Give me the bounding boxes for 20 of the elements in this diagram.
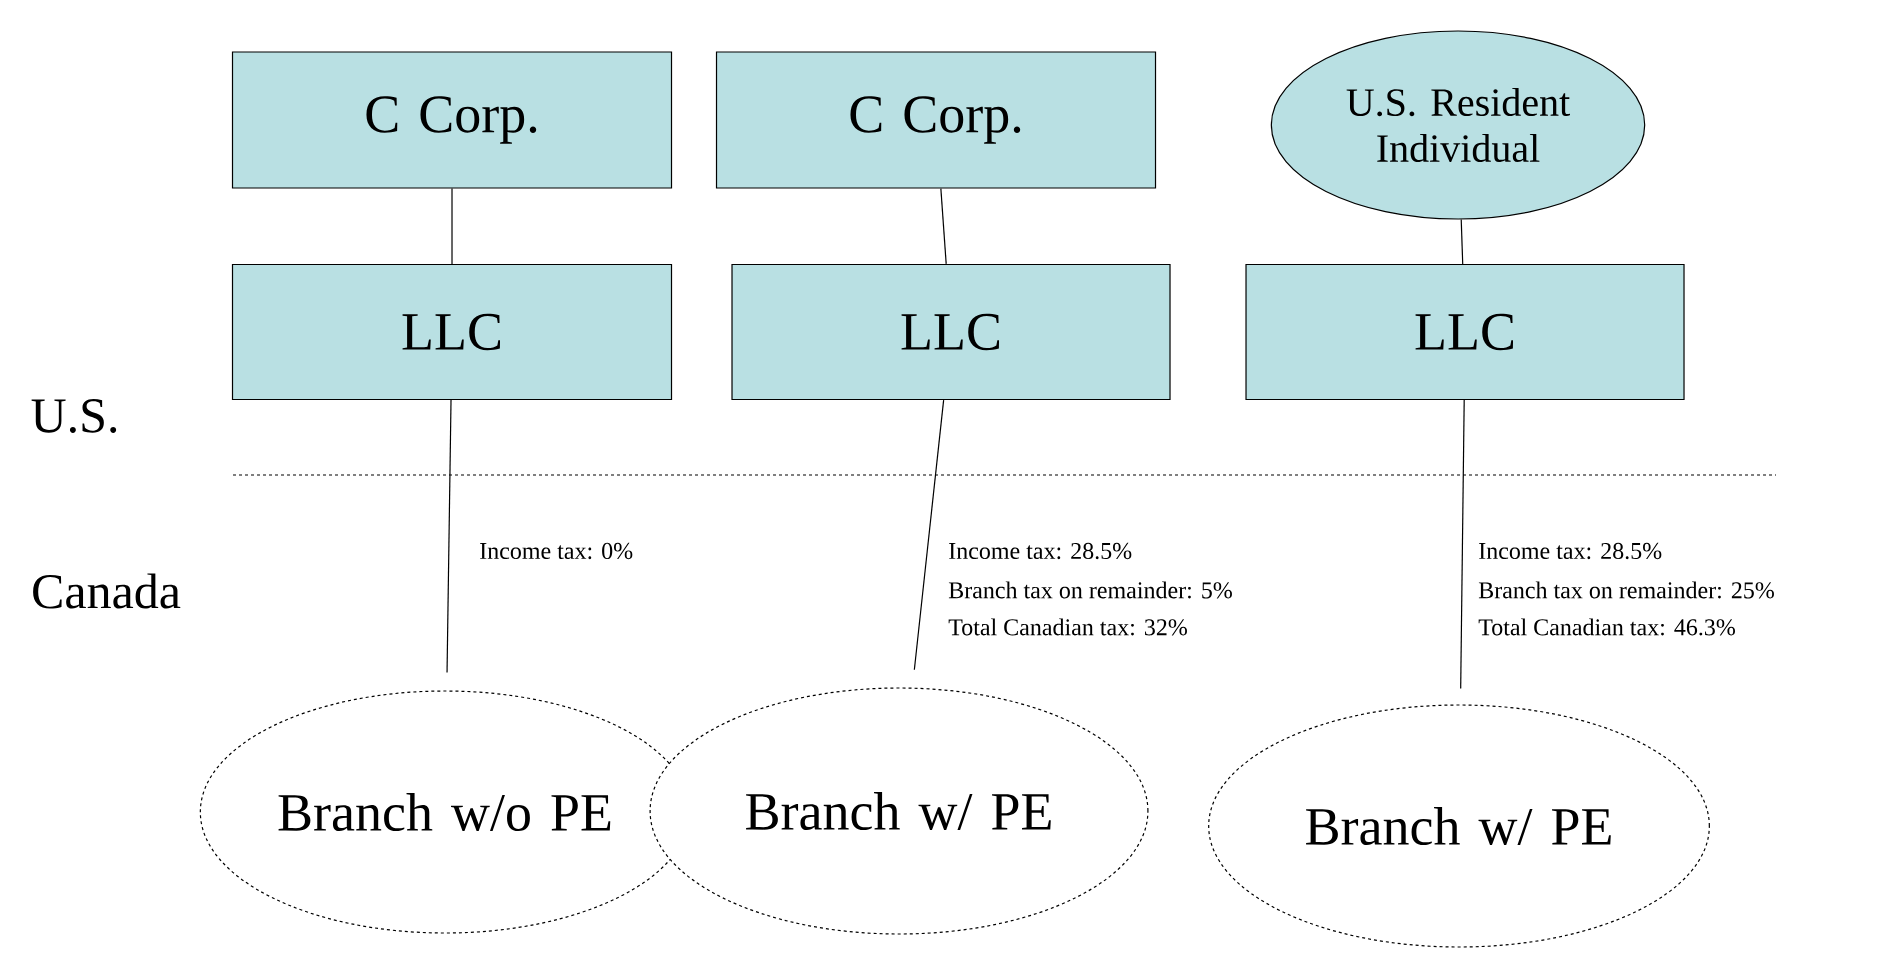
entity-box: LLC	[1245, 263, 1685, 401]
connector-line	[1460, 399, 1465, 689]
connector-line	[913, 399, 945, 671]
entity-box: LLC	[231, 263, 673, 401]
connector-line	[1460, 219, 1464, 265]
tax-note: Income tax: 0%	[480, 542, 633, 560]
tax-note: Total Canadian tax: 46.3%	[1478, 618, 1735, 636]
tax-note: Branch tax on remainder: 5%	[948, 581, 1232, 599]
connector-line	[446, 399, 452, 673]
entity-box: C Corp.	[231, 51, 673, 189]
tax-note: Income tax: 28.5%	[1479, 542, 1662, 560]
entity-box: C Corp.	[715, 51, 1157, 189]
tax-note: Total Canadian tax: 32%	[948, 618, 1187, 636]
region-label: U.S.	[31, 399, 117, 433]
connector-line	[451, 188, 453, 265]
region-label: Canada	[33, 573, 181, 609]
entity-box: LLC	[731, 263, 1171, 401]
tax-note: Branch tax on remainder: 25%	[1478, 581, 1774, 599]
connector-line	[940, 188, 947, 265]
tax-note: Income tax: 28.5%	[949, 542, 1132, 560]
